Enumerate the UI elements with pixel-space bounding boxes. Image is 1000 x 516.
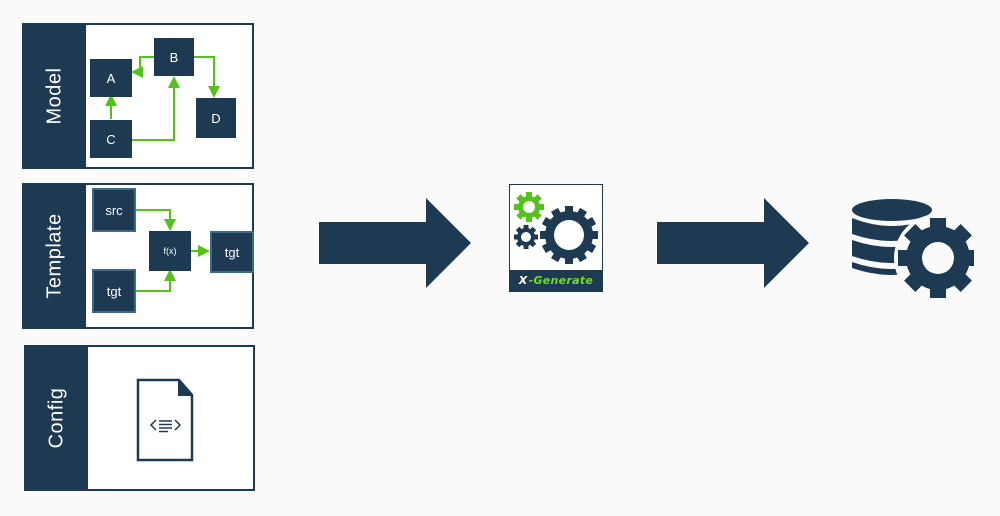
- model-connectors: [105, 56, 220, 141]
- flow-arrow-2: [657, 198, 809, 288]
- gear-icon: [898, 218, 974, 298]
- template-diagram: src tgt f(x) tgt: [86, 185, 254, 327]
- model-diagram: A B C D: [86, 25, 252, 167]
- config-content: [88, 347, 253, 489]
- model-node-b: B: [154, 38, 194, 76]
- edge-b-d: [193, 56, 220, 98]
- template-connectors: [136, 209, 210, 292]
- wordmark-x: X: [518, 274, 528, 287]
- x-generate-wordmark: X-Generate: [510, 270, 602, 291]
- template-label-bar: Template: [24, 185, 86, 327]
- edge-src-fx: [136, 209, 176, 231]
- x-generate-logo: X-Generate: [509, 184, 603, 292]
- config-panel: Config: [24, 345, 255, 491]
- flow-arrow-1: [319, 198, 471, 288]
- template-node-tgt-out: tgt: [210, 231, 254, 273]
- model-label: Model: [43, 67, 66, 125]
- model-node-a: A: [90, 59, 132, 97]
- template-label: Template: [43, 213, 66, 299]
- model-label-bar: Model: [24, 25, 86, 167]
- model-panel: Model A B C D: [22, 23, 254, 169]
- edge-c-b: [132, 76, 180, 141]
- xml-document-icon: [136, 378, 194, 462]
- green-gear: [514, 192, 544, 222]
- model-node-c: C: [90, 120, 132, 158]
- database-gear-icon: [852, 199, 974, 302]
- template-node-src: src: [92, 188, 136, 232]
- edge-b-a: [131, 56, 154, 78]
- config-label: Config: [45, 387, 68, 449]
- gears-icon: [514, 192, 598, 264]
- model-node-d: D: [196, 98, 236, 138]
- template-node-tgt-in: tgt: [92, 269, 136, 313]
- small-navy-gear: [514, 225, 538, 249]
- large-navy-gear: [540, 206, 598, 264]
- template-node-fx: f(x): [149, 231, 191, 271]
- template-panel: Template src tgt f(x) tgt: [22, 183, 254, 329]
- wordmark-text: -Generate: [528, 274, 594, 287]
- edge-tgt-fx: [136, 269, 176, 292]
- config-label-bar: Config: [26, 347, 88, 489]
